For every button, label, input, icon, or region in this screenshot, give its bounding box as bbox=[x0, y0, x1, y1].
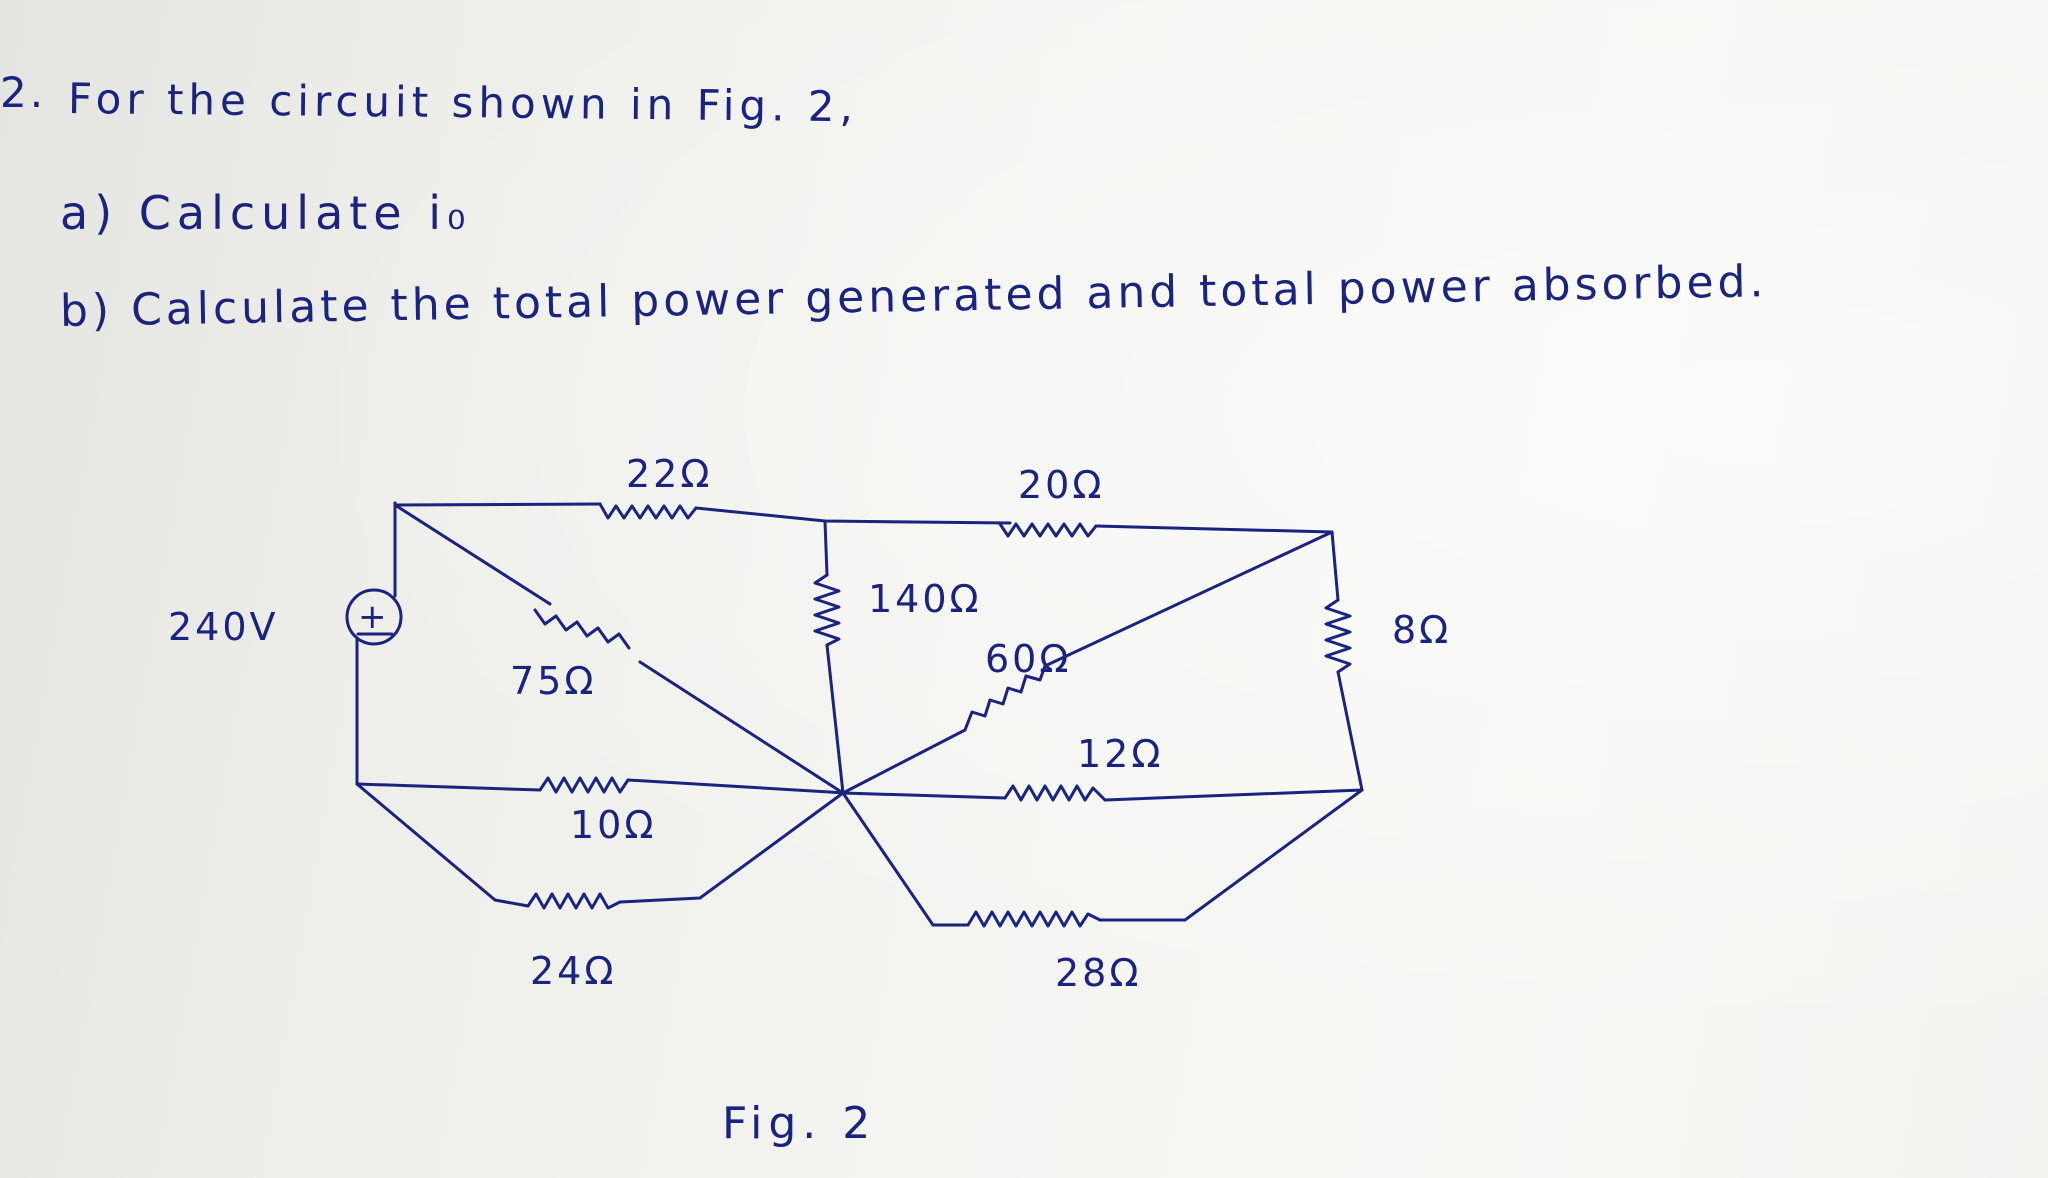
resistor-8-zigzag bbox=[1324, 598, 1352, 674]
resistor-24-zigzag bbox=[493, 892, 622, 910]
wire-top-right bbox=[1094, 524, 1334, 534]
wire-diag-60-lower bbox=[841, 728, 967, 795]
wire-right-bottom bbox=[1336, 670, 1364, 792]
wire-middle-top bbox=[823, 519, 829, 577]
resistor-12-zigzag bbox=[1003, 784, 1107, 802]
resistor-60-zigzag bbox=[963, 664, 1047, 732]
label-22-ohm: 22Ω bbox=[626, 452, 712, 496]
figure-caption: Fig. 2 bbox=[722, 1098, 877, 1149]
wire-24-left bbox=[355, 782, 497, 902]
resistor-75-zigzag bbox=[533, 608, 631, 650]
wire-right-top bbox=[1330, 530, 1340, 602]
wire-bottom-left-a bbox=[355, 782, 542, 792]
label-60-ohm: 60Ω bbox=[985, 637, 1071, 681]
wire-diag-60-upper bbox=[1043, 530, 1334, 668]
wire-12-right bbox=[1103, 788, 1364, 802]
resistor-10-zigzag bbox=[538, 776, 630, 794]
wire-28-right bbox=[1098, 788, 1364, 922]
label-75-ohm: 75Ω bbox=[510, 659, 596, 703]
voltage-source-polarity: + bbox=[358, 597, 387, 637]
label-12-ohm: 12Ω bbox=[1077, 732, 1163, 776]
label-24-ohm: 24Ω bbox=[530, 949, 616, 993]
wire-bottom-left-b bbox=[626, 778, 848, 795]
question-number: 2. bbox=[0, 68, 47, 117]
resistor-22-zigzag bbox=[598, 502, 698, 520]
wire-diag-75-upper bbox=[393, 503, 552, 606]
label-20-ohm: 20Ω bbox=[1018, 463, 1104, 507]
question-part-a: a) Calculate i₀ bbox=[60, 186, 472, 240]
voltage-source-circle bbox=[345, 588, 403, 646]
label-8-ohm: 8Ω bbox=[1392, 608, 1451, 652]
wire-diag-75-lower bbox=[638, 660, 845, 795]
wire-middle-bottom bbox=[825, 643, 845, 795]
wire-top-middle bbox=[694, 506, 1012, 525]
source-label-240v: 240V bbox=[168, 605, 279, 649]
wire-24-right bbox=[618, 791, 845, 904]
wire-12-left bbox=[841, 791, 1007, 800]
label-28-ohm: 28Ω bbox=[1055, 951, 1141, 995]
resistor-28-zigzag bbox=[966, 910, 1102, 928]
wire-28-left bbox=[841, 791, 970, 927]
resistor-20-zigzag bbox=[998, 522, 1098, 538]
label-140-ohm: 140Ω bbox=[868, 577, 982, 621]
wire-top-left bbox=[393, 501, 602, 507]
resistor-140-zigzag bbox=[813, 573, 841, 647]
label-10-ohm: 10Ω bbox=[570, 803, 656, 847]
